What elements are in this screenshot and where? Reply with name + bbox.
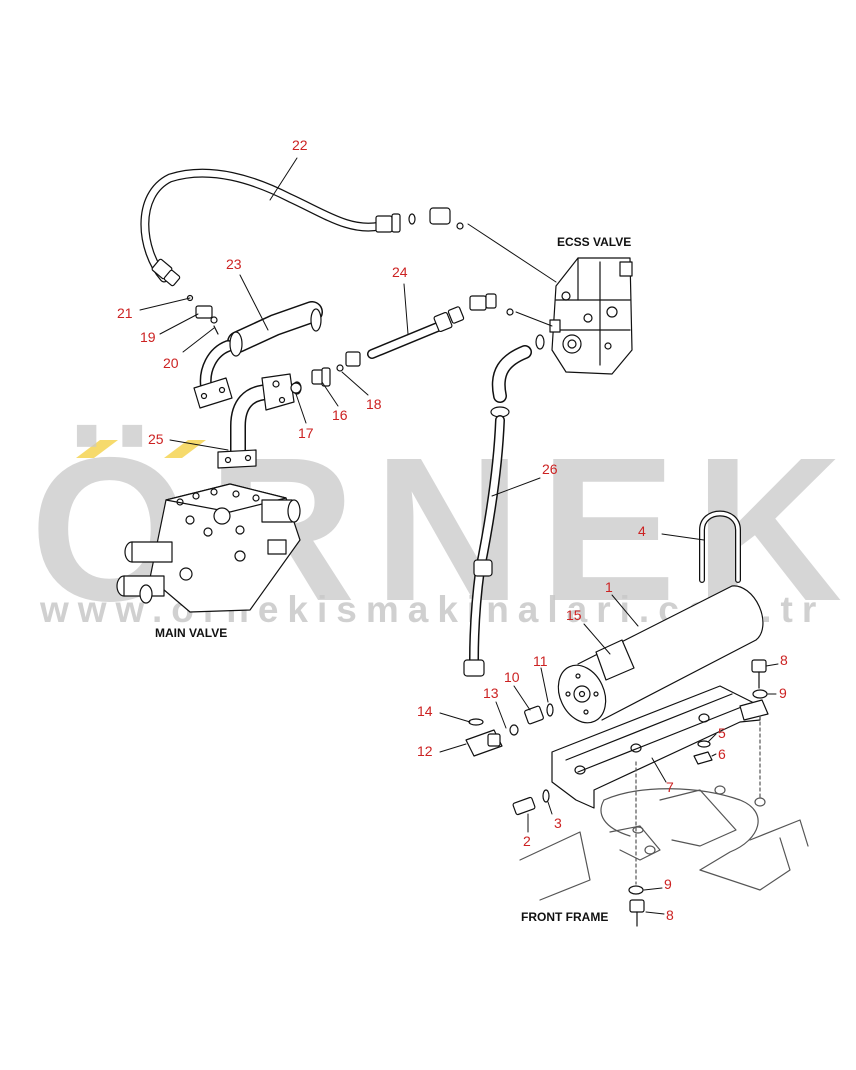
callout-17: 17 bbox=[298, 425, 314, 441]
callout-11: 11 bbox=[533, 653, 548, 669]
callout-24: 24 bbox=[392, 264, 408, 280]
hose-24 bbox=[367, 293, 514, 359]
fittings-16-18 bbox=[311, 351, 361, 387]
hose-23 bbox=[193, 301, 323, 409]
callout-2: 2 bbox=[523, 833, 531, 849]
u-bolt bbox=[699, 510, 741, 583]
bracket bbox=[551, 685, 769, 809]
callout-7: 7 bbox=[666, 779, 674, 795]
caption-front-frame: FRONT FRAME bbox=[521, 910, 608, 924]
callout-13: 13 bbox=[483, 685, 499, 701]
main-valve bbox=[116, 483, 301, 613]
callout-8-top: 8 bbox=[780, 652, 788, 668]
caption-ecss-valve: ECSS VALVE bbox=[557, 235, 631, 249]
fittings-19-21 bbox=[186, 294, 219, 335]
callout-12: 12 bbox=[417, 743, 433, 759]
callout-20: 20 bbox=[163, 355, 179, 371]
hose-22 bbox=[140, 168, 464, 287]
ecss-valve bbox=[549, 257, 633, 375]
callout-1: 1 bbox=[605, 579, 613, 595]
callout-4: 4 bbox=[638, 523, 646, 539]
callout-10: 10 bbox=[504, 669, 520, 685]
callout-15: 15 bbox=[566, 607, 582, 623]
hardware bbox=[290, 382, 768, 927]
front-frame bbox=[519, 715, 809, 901]
callout-14: 14 bbox=[417, 703, 433, 719]
callout-16: 16 bbox=[332, 407, 348, 423]
callout-23: 23 bbox=[226, 256, 242, 272]
callout-5: 5 bbox=[718, 725, 726, 741]
callouts: 22 23 24 21 19 20 25 17 16 18 26 4 1 15 … bbox=[117, 137, 788, 923]
callout-9-bottom: 9 bbox=[664, 876, 672, 892]
callout-22: 22 bbox=[292, 137, 308, 153]
watermark-accent-left bbox=[76, 440, 118, 458]
callout-18: 18 bbox=[366, 396, 382, 412]
callout-19: 19 bbox=[140, 329, 156, 345]
caption-main-valve: MAIN VALVE bbox=[155, 626, 227, 640]
accumulator bbox=[557, 585, 764, 724]
callout-3: 3 bbox=[554, 815, 562, 831]
callout-25: 25 bbox=[148, 431, 164, 447]
hose-26 bbox=[463, 334, 545, 677]
callout-26: 26 bbox=[542, 461, 558, 477]
callout-8-bottom: 8 bbox=[666, 907, 674, 923]
callout-9-top: 9 bbox=[779, 685, 787, 701]
leader-lines bbox=[139, 157, 779, 915]
callout-6: 6 bbox=[718, 746, 726, 762]
callout-21: 21 bbox=[117, 305, 133, 321]
